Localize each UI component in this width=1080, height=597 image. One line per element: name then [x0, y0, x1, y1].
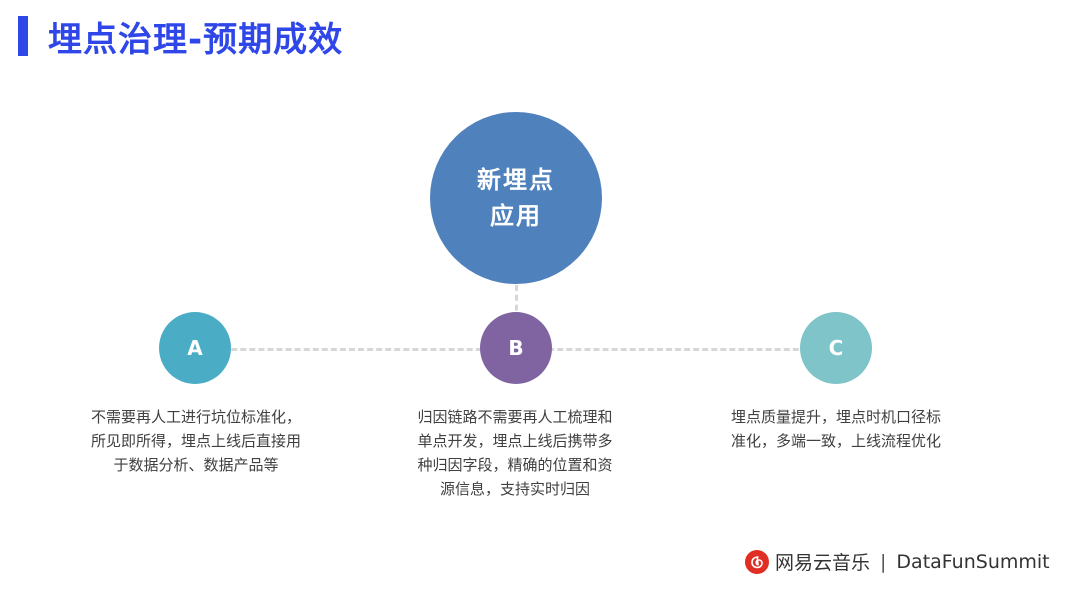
node-c: C	[800, 312, 872, 384]
footer-separator: |	[880, 550, 887, 573]
node-a-description: 不需要再人工进行坑位标准化， 所见即所得，埋点上线后直接用 于数据分析、数据产品…	[56, 405, 336, 477]
node-b-desc-line: 归因链路不需要再人工梳理和	[417, 408, 613, 426]
node-a-label: A	[187, 336, 203, 360]
node-c-desc-line: 准化，多端一致，上线流程优化	[730, 432, 941, 450]
footer: 网易云音乐 | DataFunSummit	[745, 548, 1050, 575]
node-a: A	[159, 312, 231, 384]
netease-music-logo-icon	[745, 549, 769, 574]
brand-name: 网易云音乐	[775, 552, 871, 574]
node-c-desc-line: 埋点质量提升，埋点时机口径标	[730, 408, 941, 426]
page-title: 埋点治理-预期成效	[48, 20, 344, 60]
node-c-label: C	[828, 336, 844, 360]
node-a-desc-line: 所见即所得，埋点上线后直接用	[90, 432, 301, 450]
node-b-description: 归因链路不需要再人工梳理和 单点开发，埋点上线后携带多 种归因字段，精确的位置和…	[374, 405, 656, 501]
event-name: DataFunSummit	[896, 550, 1050, 573]
node-c-description: 埋点质量提升，埋点时机口径标 准化，多端一致，上线流程优化	[700, 405, 972, 453]
node-a-desc-line: 不需要再人工进行坑位标准化，	[90, 408, 301, 426]
node-b-desc-line: 种归因字段，精确的位置和资	[417, 456, 613, 474]
center-line-2: 应用	[490, 202, 542, 230]
title-accent-bar	[18, 16, 28, 56]
center-circle: 新埋点 应用	[430, 112, 602, 284]
node-b-desc-line: 单点开发，埋点上线后携带多	[417, 432, 613, 450]
node-b-desc-line: 源信息，支持实时归因	[439, 480, 590, 498]
node-a-desc-line: 于数据分析、数据产品等	[113, 456, 279, 474]
node-b: B	[480, 312, 552, 384]
node-b-label: B	[508, 336, 524, 360]
center-line-1: 新埋点	[477, 166, 555, 194]
